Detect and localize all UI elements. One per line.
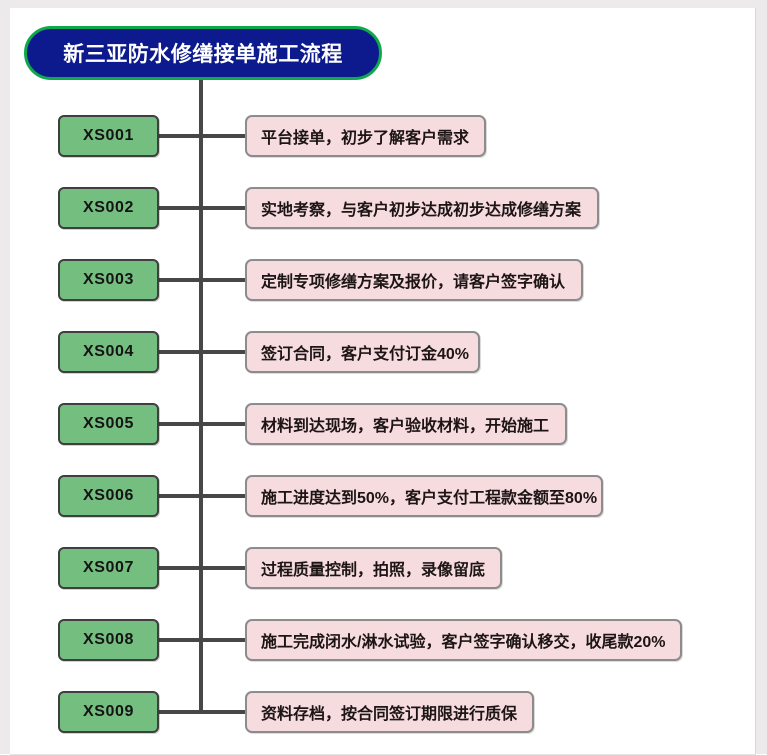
step-description-xs003[interactable]: 定制专项修缮方案及报价，请客户签字确认 xyxy=(245,259,583,301)
step-description-xs006[interactable]: 施工进度达到50%，客户支付工程款金额至80% xyxy=(245,475,603,517)
connector-line xyxy=(159,134,245,138)
connector-line xyxy=(159,350,245,354)
step-description-xs002[interactable]: 实地考察，与客户初步达成初步达成修缮方案 xyxy=(245,187,599,229)
step-description-xs004[interactable]: 签订合同，客户支付订金40% xyxy=(245,331,480,373)
flowchart-title: 新三亚防水修缮接单施工流程 xyxy=(24,26,382,80)
step-code-xs002[interactable]: XS002 xyxy=(58,187,159,229)
connector-line xyxy=(159,206,245,210)
step-description-xs005[interactable]: 材料到达现场，客户验收材料，开始施工 xyxy=(245,403,567,445)
document-sheet: 新三亚防水修缮接单施工流程 XS001 平台接单，初步了解客户需求 XS002 实地考… xyxy=(10,8,756,755)
step-code-xs001[interactable]: XS001 xyxy=(58,115,159,157)
connector-line xyxy=(159,566,245,570)
trunk-line xyxy=(199,80,203,712)
step-code-xs003[interactable]: XS003 xyxy=(58,259,159,301)
step-code-xs009[interactable]: XS009 xyxy=(58,691,159,733)
step-description-xs001[interactable]: 平台接单，初步了解客户需求 xyxy=(245,115,486,157)
step-code-xs006[interactable]: XS006 xyxy=(58,475,159,517)
connector-line xyxy=(159,638,245,642)
connector-line xyxy=(159,710,245,714)
connector-line xyxy=(159,278,245,282)
step-description-xs007[interactable]: 过程质量控制，拍照，录像留底 xyxy=(245,547,502,589)
connector-line xyxy=(159,422,245,426)
step-code-xs005[interactable]: XS005 xyxy=(58,403,159,445)
step-description-xs009[interactable]: 资料存档，按合同签订期限进行质保 xyxy=(245,691,534,733)
step-code-xs008[interactable]: XS008 xyxy=(58,619,159,661)
step-description-xs008[interactable]: 施工完成闭水/淋水试验，客户签字确认移交，收尾款20% xyxy=(245,619,682,661)
step-code-xs007[interactable]: XS007 xyxy=(58,547,159,589)
connector-line xyxy=(159,494,245,498)
flowchart-canvas: 新三亚防水修缮接单施工流程 XS001 平台接单，初步了解客户需求 XS002 实地考… xyxy=(10,8,755,754)
step-code-xs004[interactable]: XS004 xyxy=(58,331,159,373)
